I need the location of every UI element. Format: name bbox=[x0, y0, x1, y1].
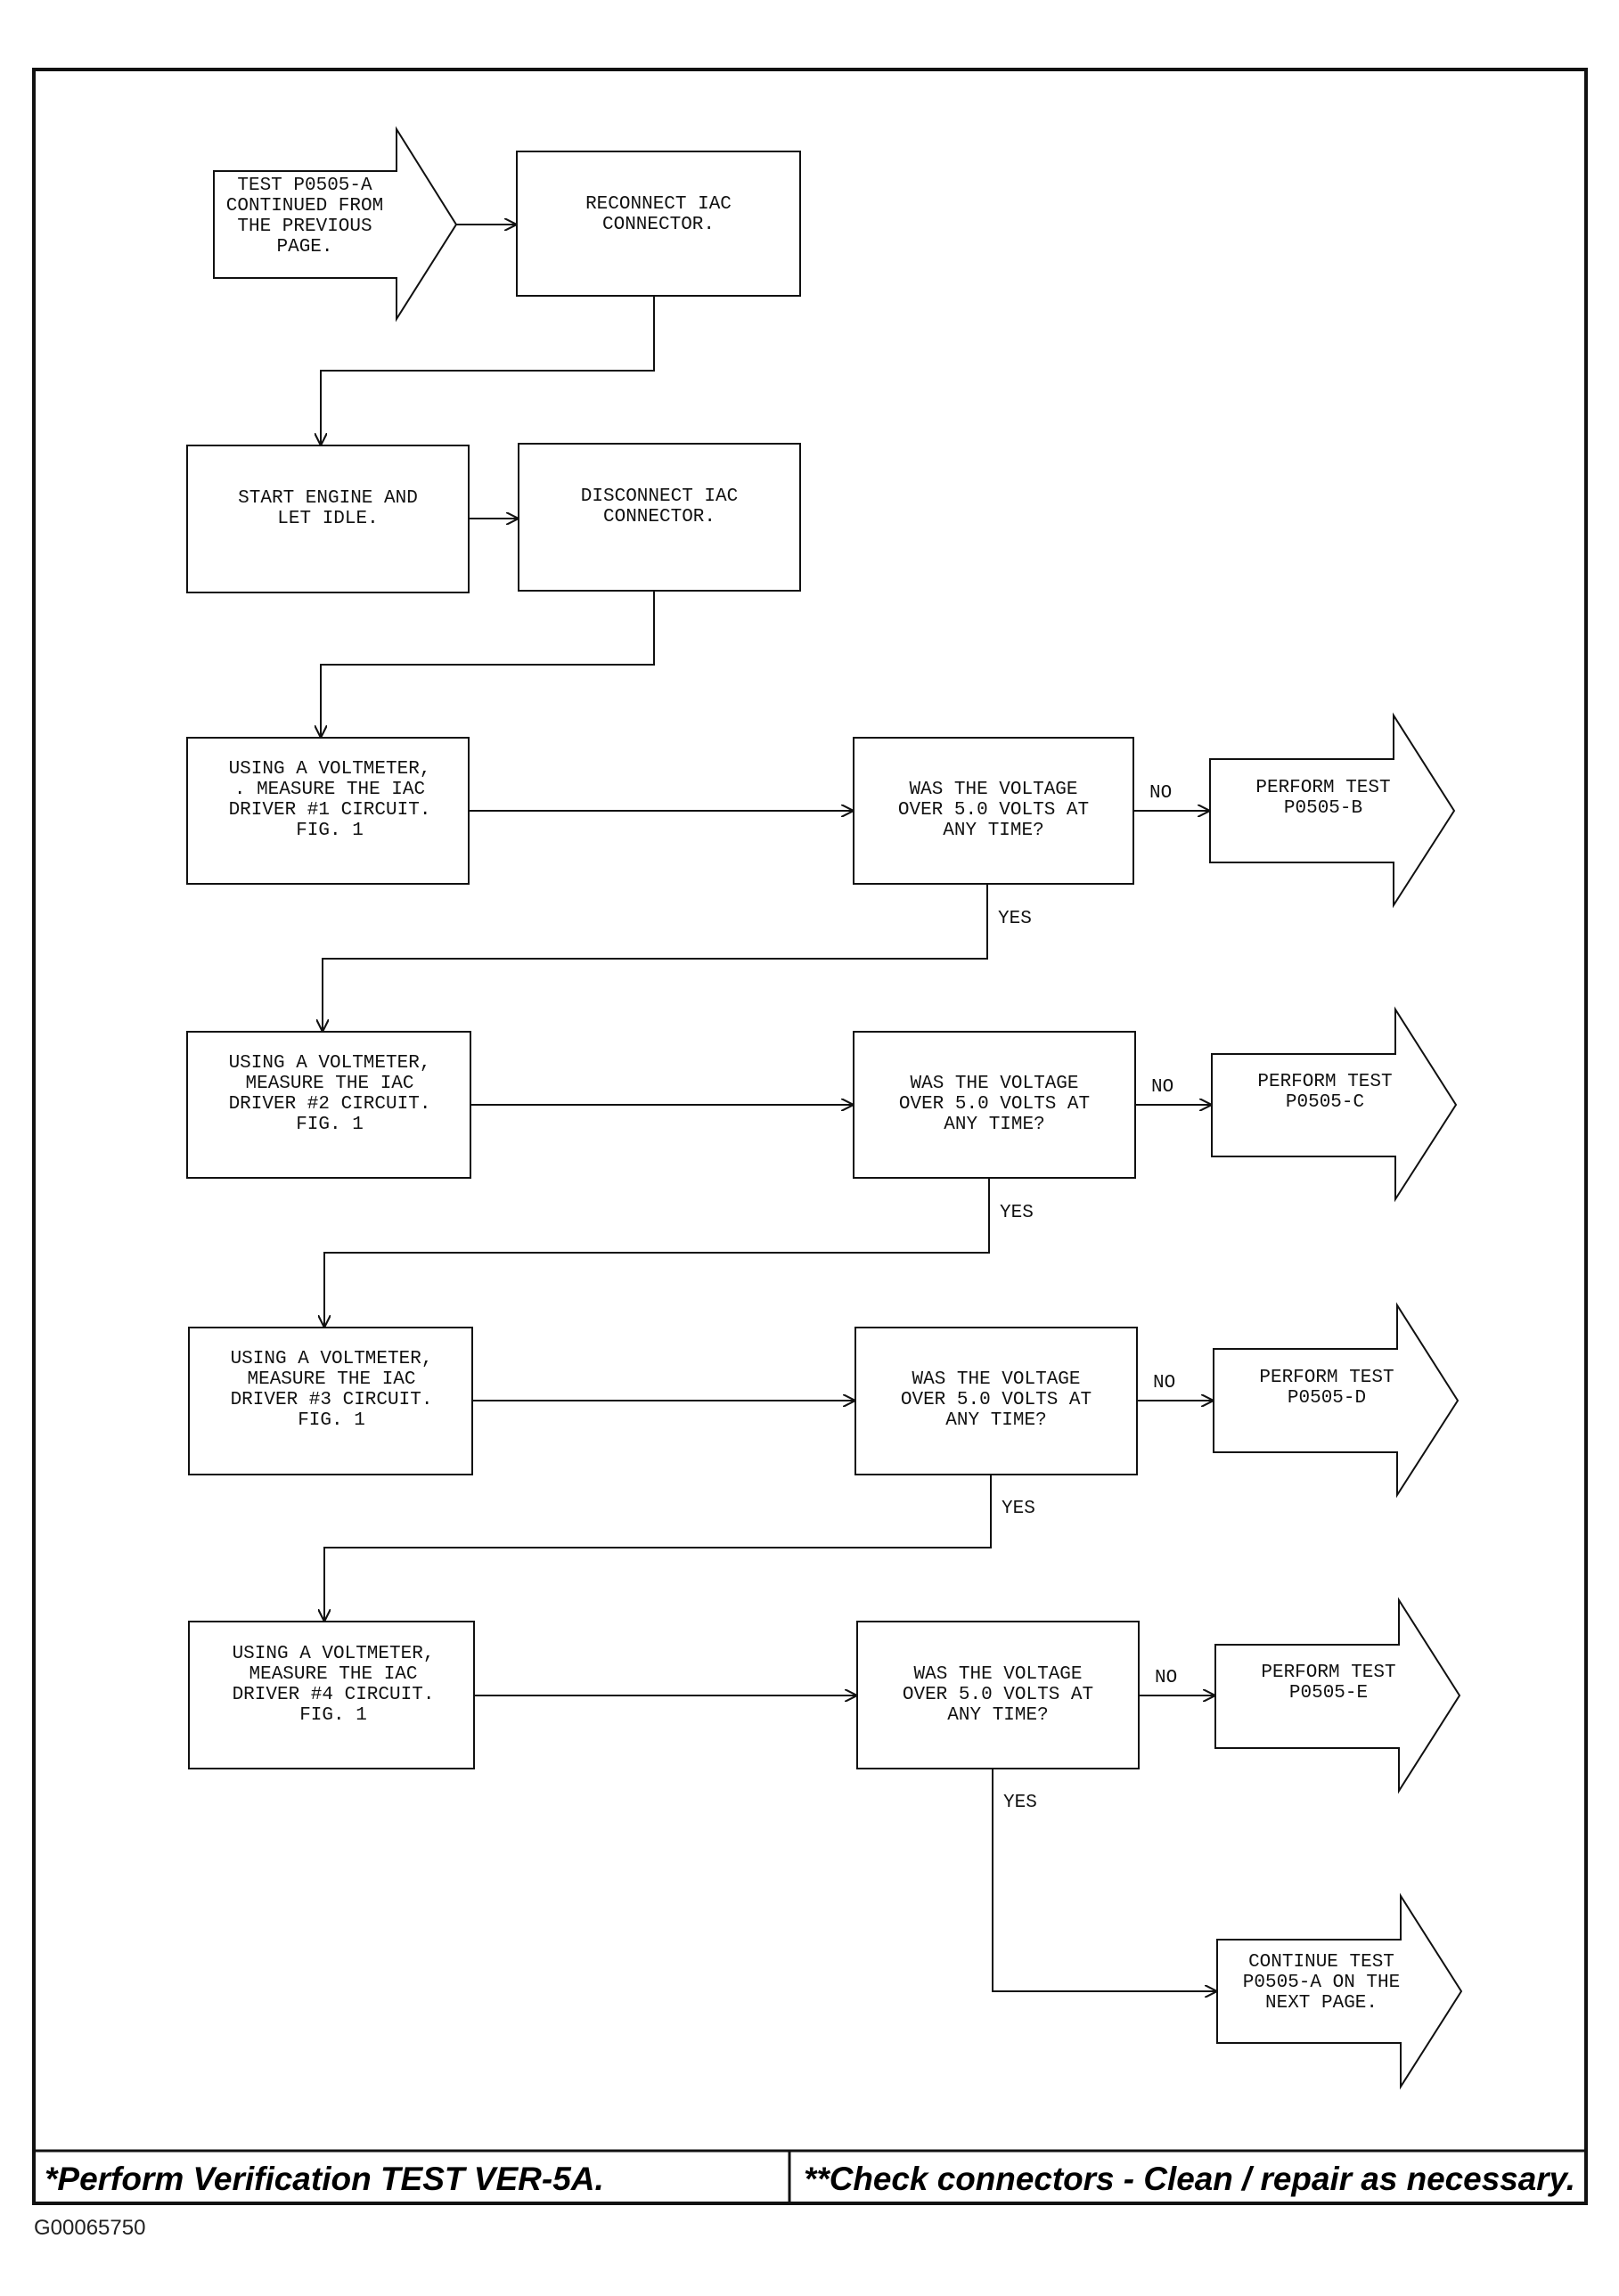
connector-reconnect-to-start-engine bbox=[321, 296, 655, 445]
no-label-4: NO bbox=[1155, 1668, 1177, 1688]
connector-question1-yes bbox=[323, 884, 988, 1032]
no-label-1: NO bbox=[1149, 783, 1172, 804]
no-label-2: NO bbox=[1151, 1077, 1173, 1098]
yes-label-4: YES bbox=[1003, 1793, 1037, 1813]
perform-b-arrow-shape bbox=[1209, 712, 1456, 909]
connector-disconnect-to-measure1 bbox=[321, 591, 655, 738]
footer-right-note: **Check connectors - Clean / repair as n… bbox=[804, 2161, 1575, 2197]
no-label-3: NO bbox=[1153, 1373, 1175, 1393]
perform-d-arrow-shape bbox=[1213, 1302, 1460, 1499]
footer-left-note: *Perform Verification TEST VER-5A. bbox=[45, 2161, 604, 2197]
connector-question2-yes bbox=[324, 1178, 990, 1328]
figure-code: G00065750 bbox=[34, 2216, 145, 2240]
connector-question3-yes bbox=[324, 1475, 992, 1622]
page-frame bbox=[32, 68, 1588, 2205]
perform-c-arrow-shape bbox=[1211, 1006, 1458, 1203]
yes-label-3: YES bbox=[1002, 1499, 1035, 1519]
yes-label-2: YES bbox=[1000, 1203, 1034, 1223]
yes-label-1: YES bbox=[998, 909, 1032, 929]
start-arrow-shape bbox=[213, 126, 458, 323]
continue-next-arrow-shape bbox=[1216, 1892, 1463, 2090]
connector-question4-yes bbox=[992, 1769, 1217, 1991]
disconnect-box bbox=[518, 443, 801, 592]
perform-e-arrow-shape bbox=[1214, 1597, 1461, 1794]
